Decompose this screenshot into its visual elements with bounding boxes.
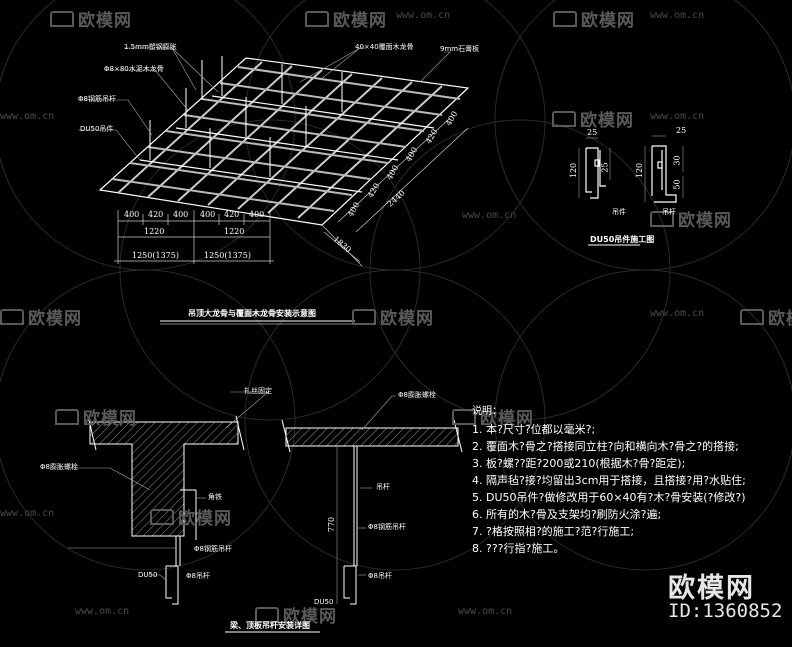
beam-section [87, 415, 245, 605]
note-line: 1. 本?尺寸?位都以毫米?; [472, 423, 596, 436]
plan-dimension-lines [114, 117, 469, 267]
watermark-site: www.om.cn [245, 308, 300, 319]
du50-label: 吊杆 [662, 208, 676, 216]
watermark-brand: 欧模网 [740, 304, 792, 329]
plan-dim: 420 [224, 210, 240, 219]
notes-heading: 说明： [472, 406, 502, 417]
watermark-site: www.om.cn [396, 10, 451, 21]
note-line: 2. 覆面木?骨之?搭接同立柱?向和横向木?骨之?的搭接; [472, 440, 739, 453]
plan-label-rod: Φ8×80水泥木龙骨 [104, 65, 164, 73]
section-title: 梁、顶板吊杆安装详图 [230, 621, 310, 630]
section-label-beam-rod: Φ8钢筋吊杆 [194, 545, 232, 553]
du50-dim: 25 [676, 126, 687, 135]
watermark-circles [0, 0, 792, 571]
plan-label-screw: 1.5mm塑钢膨胀 [124, 43, 177, 51]
watermark-brand: 欧模网 [452, 404, 534, 429]
watermark-brand: 欧模网 [150, 504, 232, 529]
ceiling-grid [78, 47, 470, 226]
watermark-site: www.om.cn [458, 606, 513, 617]
section-leader-lines [68, 391, 396, 581]
du50-dim: 30 [672, 155, 682, 166]
section-label-anchor: Φ8膨胀螺栓 [40, 463, 78, 471]
plan-label-hanger: DU50吊件 [80, 125, 114, 133]
note-line: 7. ?格按照相?的施工?范?行施工; [472, 525, 635, 538]
section-label-bracket: 角铁 [208, 493, 222, 501]
note-line: 8. ???行指?施工。 [472, 542, 565, 555]
du50-dim: 25 [600, 162, 610, 173]
du50-label: 吊件 [612, 208, 626, 216]
plan-dim-sum: 1220 [144, 227, 165, 236]
watermark-site: www.om.cn [462, 210, 517, 221]
section-label-rod: Φ8吊杆 [186, 572, 210, 580]
plan-dim: 400 [200, 210, 216, 219]
note-line: 5. DU50吊件?做修改用于60×40有?木?骨安装(?修改?) [472, 491, 746, 504]
watermark-site: www.om.cn [650, 10, 705, 21]
watermark-site: www.om.cn [650, 308, 705, 319]
watermark-brand: 欧模网 [255, 602, 337, 627]
watermark-brand: 欧模网 [305, 6, 387, 31]
watermark-brand: 欧模网 [55, 404, 137, 429]
watermark-brand: 欧模网 [352, 304, 434, 329]
section-label-hanger2: Φ8吊杆 [368, 572, 392, 580]
slab-section [281, 419, 463, 605]
plan-dim-total: 1250(1375) [132, 251, 179, 260]
plan-label-board: 9mm石膏板 [440, 45, 480, 53]
plan-dim: 400 [173, 210, 189, 219]
brand-logo: 欧模网 [668, 573, 755, 604]
section-label-screw: Φ8膨胀螺栓 [398, 391, 436, 399]
watermark-brand: 欧模网 [650, 206, 732, 231]
du50-dimension-lines [578, 135, 684, 202]
plan-dim-sum: 1220 [224, 227, 245, 236]
watermark-brand: 欧模网 [552, 106, 634, 131]
plan-dim: 400 [124, 210, 140, 219]
watermark-brand: 欧模网 [0, 304, 82, 329]
note-line: 4. 隔声毡?接?均留出3cm用于搭接，且搭接?用?水贴住; [472, 474, 746, 487]
section-label-du50b: DU50 [314, 598, 334, 606]
section-label-du50: DU50 [138, 571, 158, 579]
du50-detail [585, 145, 677, 203]
du50-title: DU50吊件施工图 [590, 235, 655, 244]
section-dim: 770 [327, 516, 337, 533]
section-label-bracket2: 吊杆 [376, 483, 390, 491]
note-line: 3. 板?螺??距?200或210(根据木?骨?距定); [472, 457, 686, 470]
notes-block: 说明： 1. 本?尺寸?位都以毫米?; 2. 覆面木?骨之?搭接同立柱?向和横向… [472, 402, 787, 557]
plan-dim-total: 1250(1375) [204, 251, 251, 260]
plan-dim: 400 [249, 210, 265, 219]
du50-dim: 50 [672, 179, 682, 190]
du50-dim: 120 [635, 162, 645, 179]
watermark-site: www.om.cn [0, 508, 55, 519]
note-line: 6. 所有的木?骨及支架均?刷防火涂?遍; [472, 508, 662, 521]
watermark-site: www.om.cn [650, 111, 705, 122]
watermark-site: www.om.cn [75, 606, 130, 617]
brand-id: ID:1360852 [668, 600, 783, 622]
plan-label-keel: 40×40覆面木龙骨 [355, 43, 414, 51]
section-label-rod2: Φ8钢筋吊杆 [368, 523, 406, 531]
plan-label-rod2: Φ8钢筋吊杆 [78, 95, 116, 103]
watermark-brand: 欧模网 [553, 6, 635, 31]
watermark-brand: 欧模网 [50, 6, 132, 31]
du50-dim: 25 [587, 128, 598, 137]
plan-dim: 420 [148, 210, 164, 219]
watermark-site: www.om.cn [0, 111, 55, 122]
plan-title: 吊顶大龙骨与覆面木龙骨安装示意图 [188, 309, 316, 318]
section-label-slab: 扎丝固定 [244, 387, 272, 395]
du50-dim: 120 [569, 162, 579, 179]
